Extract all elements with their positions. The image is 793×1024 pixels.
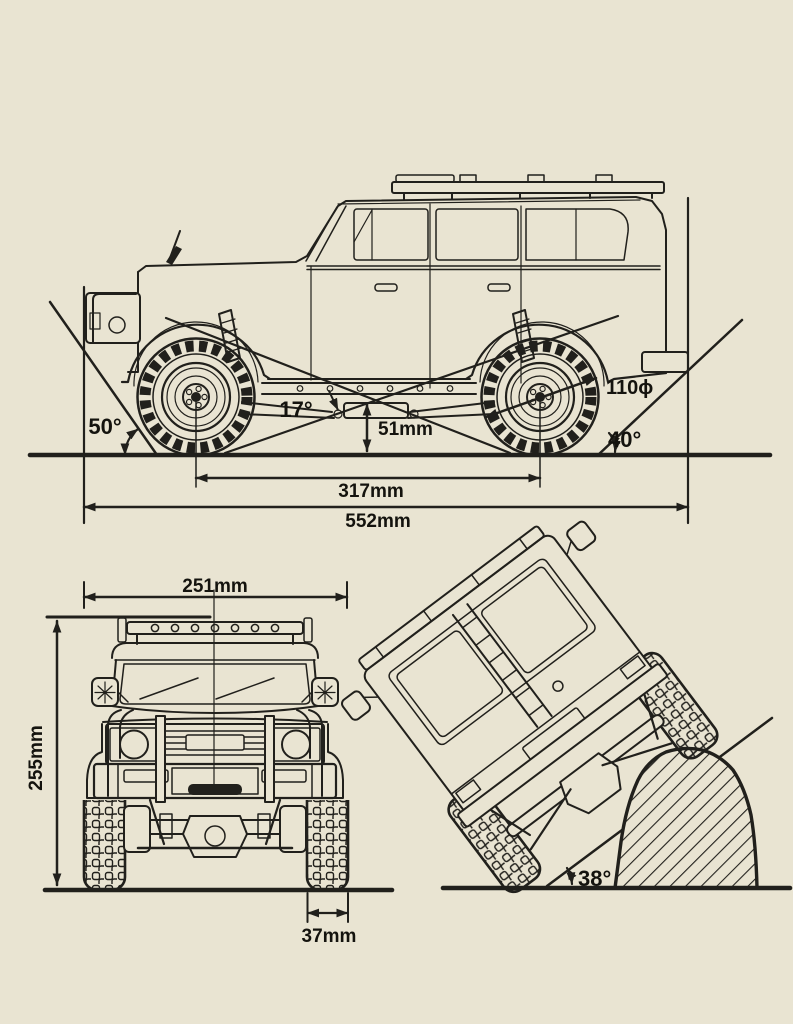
breakover-angle-label: 17° [279, 397, 312, 422]
climb-angle-arc [565, 866, 577, 886]
front-view-vehicle [80, 617, 350, 892]
tire-diameter-label: 110ϕ [606, 377, 653, 399]
tilt-body [340, 520, 668, 828]
tilt-right-mirror [566, 520, 597, 552]
winch-fairlead [188, 784, 242, 795]
tilt-left-taillight [455, 779, 482, 804]
tilt-bumper [457, 663, 668, 828]
antenna [169, 230, 181, 259]
beltline [306, 265, 661, 271]
bull-bar [107, 709, 323, 803]
front-fender-inner [133, 321, 259, 387]
overall-width-label: 251mm [182, 576, 248, 597]
rear-bumper [641, 351, 689, 373]
front-shock [218, 309, 242, 363]
tilt-rear-ladder [451, 603, 553, 728]
approach-angle-line [48, 300, 159, 457]
approach-angle-arc [120, 427, 140, 457]
wheelbase-label: 317mm [338, 481, 404, 502]
overall-height-label: 255mm [26, 725, 47, 791]
tire-diameter-line [484, 376, 598, 419]
side-view: 50° 17° 51mm 110ϕ 40° 317mm 552mm [27, 174, 773, 532]
approach-angle-label: 50° [88, 414, 121, 439]
hood-edge [102, 717, 328, 723]
tire-width-extension-lines [306, 892, 349, 923]
left-fender [86, 723, 125, 799]
tilt-door-handle [552, 680, 564, 692]
overall-length-label: 552mm [345, 511, 411, 532]
tilt-right-taillight [619, 655, 646, 680]
front-mirrors [91, 677, 339, 707]
windshield [119, 663, 311, 705]
drip-rail [337, 199, 641, 205]
front-view: 251mm 255mm 37mm [26, 576, 395, 947]
breakover-line-rear [164, 316, 512, 455]
side-mirror [166, 246, 182, 265]
wipers [139, 677, 275, 700]
departure-angle-line [596, 318, 744, 457]
tilt-left-mirror [340, 690, 371, 721]
rear-fender-inner [479, 321, 605, 387]
climb-angle-label: 38° [578, 866, 611, 891]
rear-shock [512, 309, 536, 363]
side-view-vehicle [85, 174, 689, 456]
tilt-left-window [396, 630, 504, 738]
front-grille [105, 723, 325, 765]
front-bumper-bar [92, 762, 338, 800]
rear-door-handle [487, 283, 511, 292]
tilted-vehicle [340, 520, 719, 894]
body-upper-outline [137, 196, 667, 353]
departure-angle-label: 40° [608, 427, 641, 452]
hood-top [111, 705, 319, 714]
rock-sliders [261, 382, 477, 395]
front-axle [123, 798, 307, 858]
wheel-center-lines [195, 396, 541, 488]
side-windows [305, 203, 629, 389]
rear-fender-arch [464, 323, 668, 384]
rock [613, 746, 759, 890]
front-door-handle [374, 283, 398, 292]
roof-light-bar [117, 617, 313, 645]
ground-clearance-label: 51mm [378, 419, 433, 440]
front-bumper [85, 292, 141, 373]
tire-width-label: 37mm [302, 926, 357, 947]
front-fender-arch [120, 323, 272, 384]
tilt-right-window [481, 566, 588, 674]
breakover-pointer-arrow [328, 390, 339, 411]
tilted-view: 38° [340, 520, 793, 894]
chassis-links [241, 401, 495, 419]
roof-rack [391, 174, 665, 201]
right-fender [305, 723, 344, 799]
tilt-roof-rack [358, 525, 545, 671]
departure-angle-arc [607, 431, 621, 454]
